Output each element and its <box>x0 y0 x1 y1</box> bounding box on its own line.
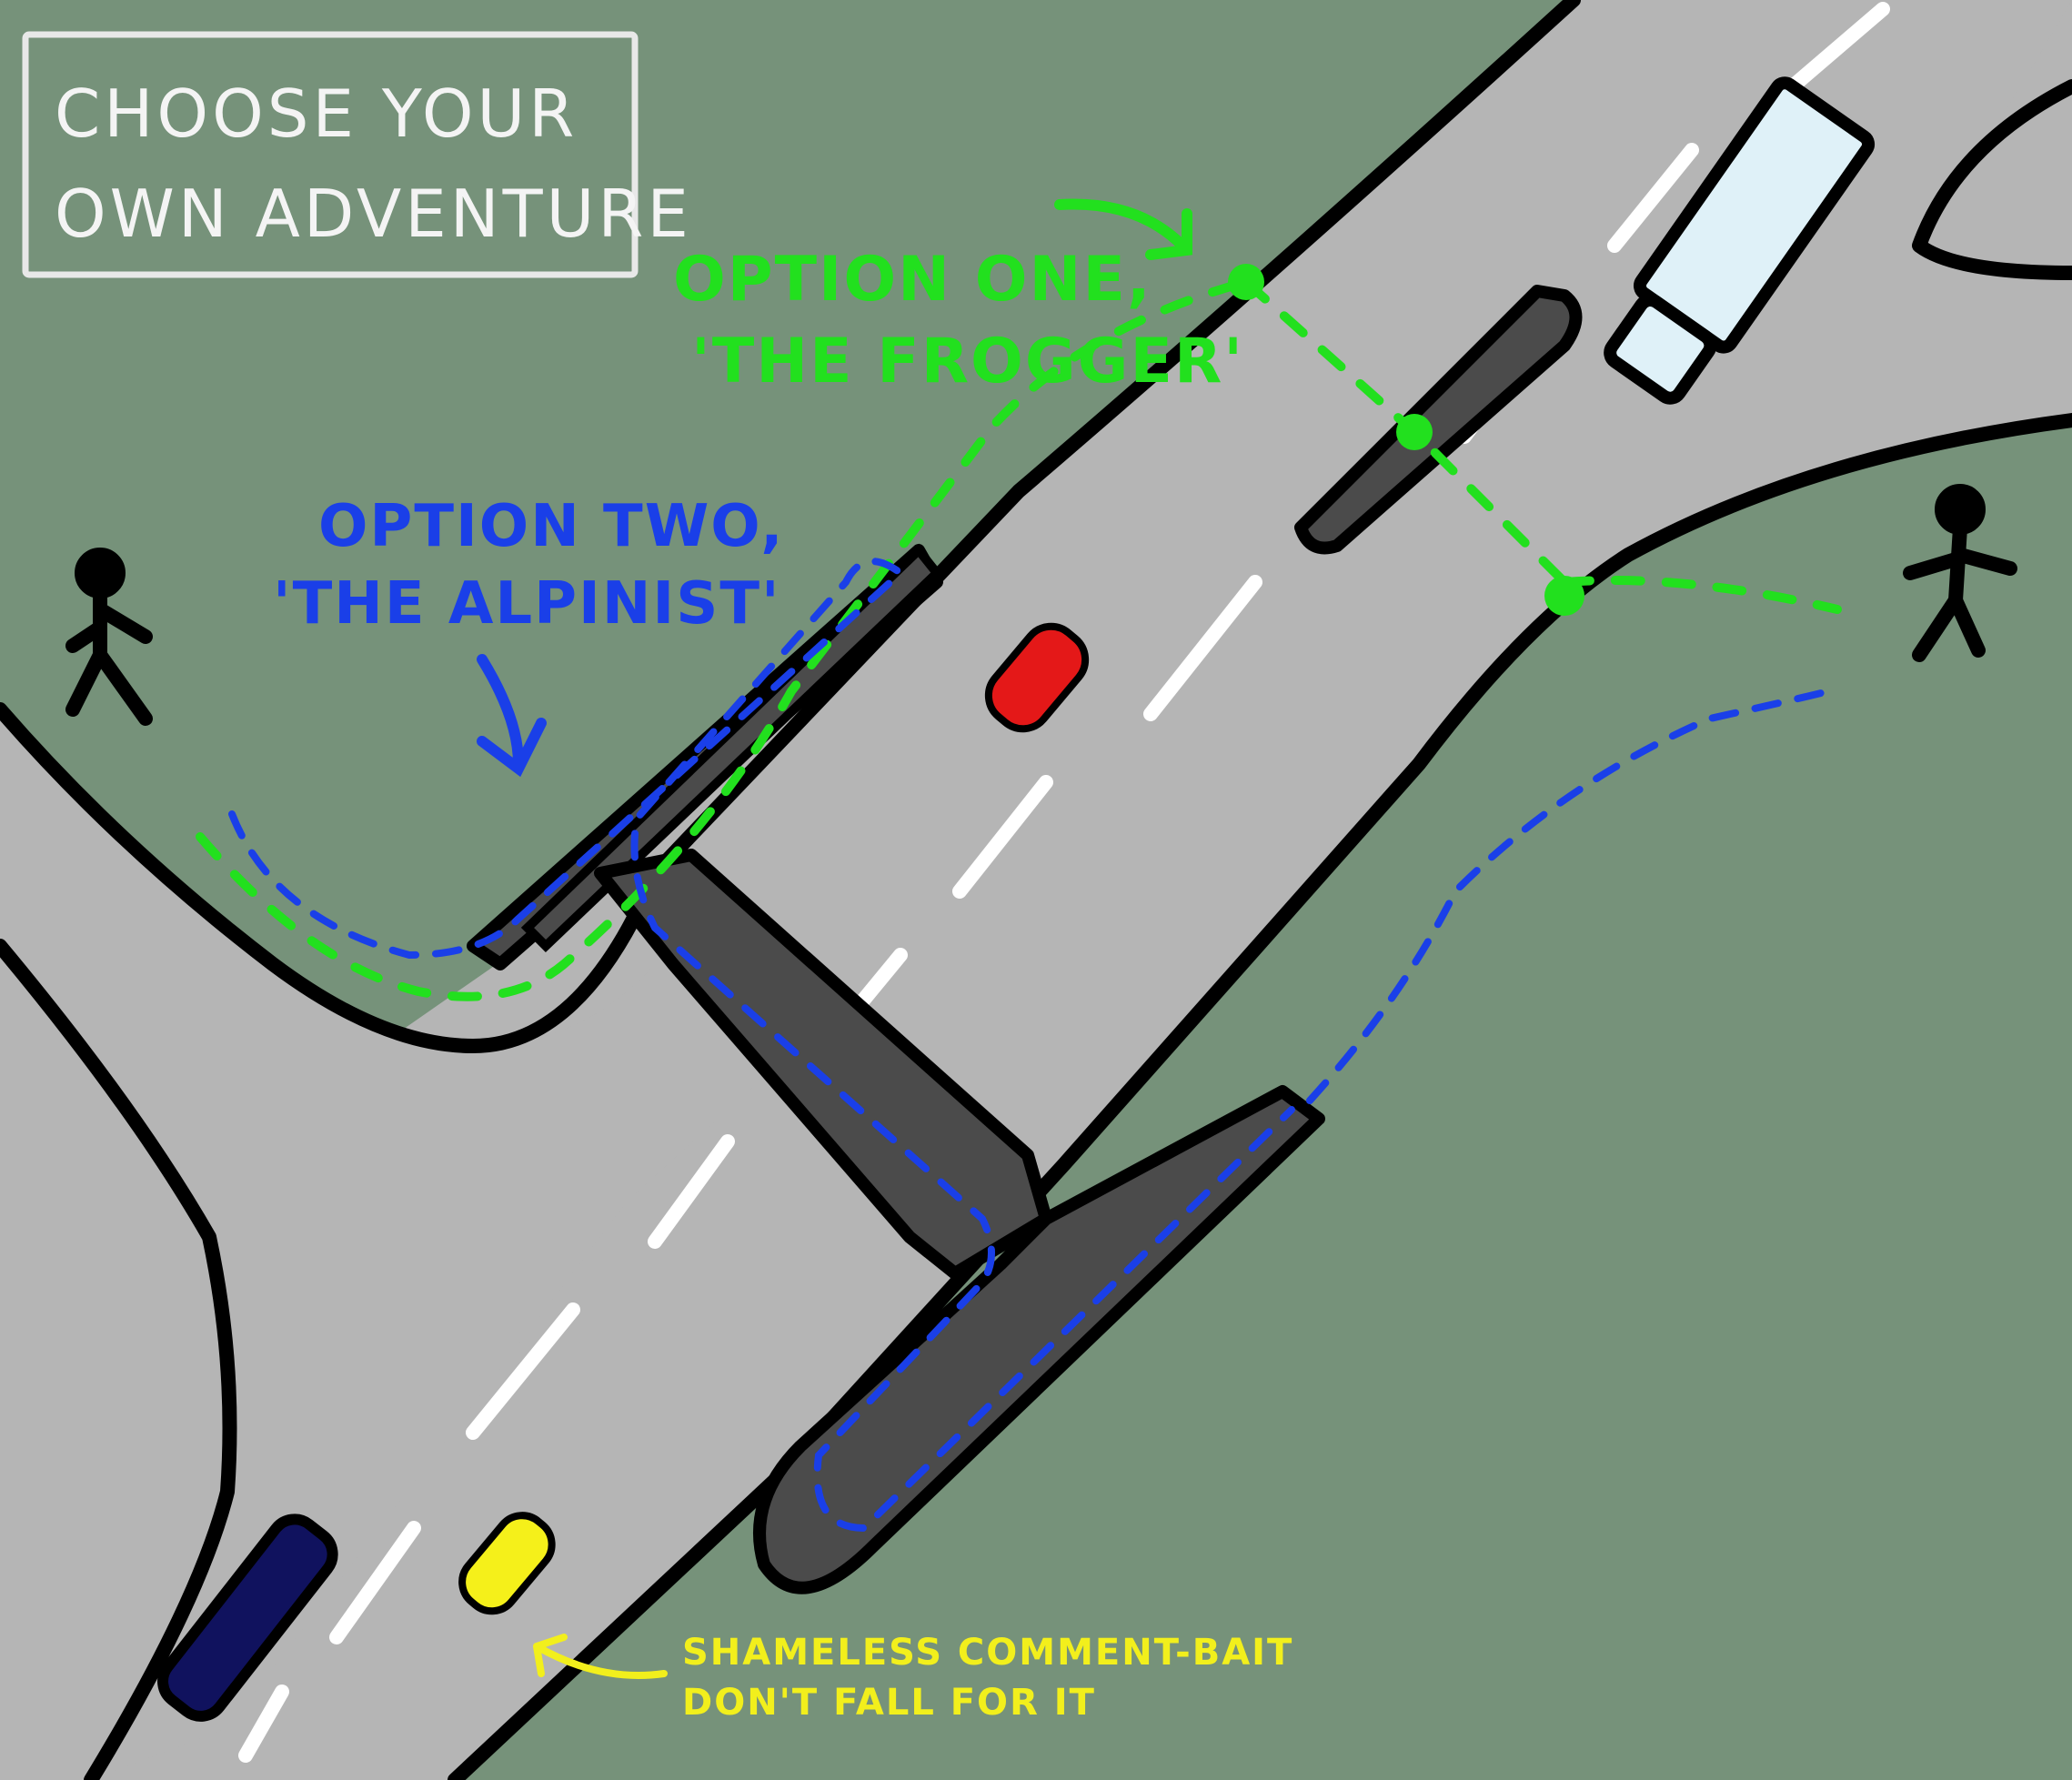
bridge-ramp-left-2 <box>520 543 943 952</box>
pedestrian-bridge <box>467 285 1583 1594</box>
frogger-route-left <box>196 277 1251 1001</box>
comment-bait-line-1: SHAMELESS COMMENT-BAIT <box>682 1632 1293 1674</box>
title-line-1: CHOOSE YOUR <box>55 75 578 152</box>
title-frame <box>22 31 639 278</box>
road-edge-right-branch <box>1912 79 2072 280</box>
road-edge-left <box>0 939 237 1780</box>
option-one-waypoints <box>1228 264 1584 616</box>
frogger-route-right <box>1560 576 1842 614</box>
comment-bait-arrow <box>533 1634 668 1679</box>
red-car-icon <box>984 622 1090 733</box>
truck-icon <box>1604 76 1876 405</box>
pedestrian-left-icon <box>65 548 153 726</box>
option-one-arrow <box>1054 198 1192 260</box>
bridge-ramp-right <box>753 1085 1325 1594</box>
alpinist-route-left <box>228 558 1295 1533</box>
option-two-label-line-2: 'THE ALPINIST' <box>273 570 781 638</box>
blue-car-icon <box>157 1514 338 1722</box>
alpinist-route-right <box>1306 688 1832 1104</box>
pedestrian-right-icon <box>1903 484 2017 662</box>
comment-bait-line-2: DON'T FALL FOR IT <box>682 1682 1096 1724</box>
option-two-path <box>228 558 1832 1533</box>
option-one-label-line-2: 'THE FROGGER' <box>691 326 1244 397</box>
option-one-label-line-1: OPTION ONE, <box>673 244 1152 316</box>
bridge-deck <box>594 849 1052 1280</box>
title-line-2: OWN ADVENTURE <box>55 176 692 252</box>
median-island <box>1294 285 1583 555</box>
road-edge-lower <box>448 413 2072 1780</box>
option-two-label-line-1: OPTION TWO, <box>318 493 785 560</box>
option-two-arrow <box>477 654 547 778</box>
road-edge-upper <box>0 0 1581 1053</box>
yellow-car-icon <box>458 1512 556 1615</box>
left-branch-road <box>0 709 819 1780</box>
title-box: CHOOSE YOUR OWN ADVENTURE <box>22 31 692 278</box>
